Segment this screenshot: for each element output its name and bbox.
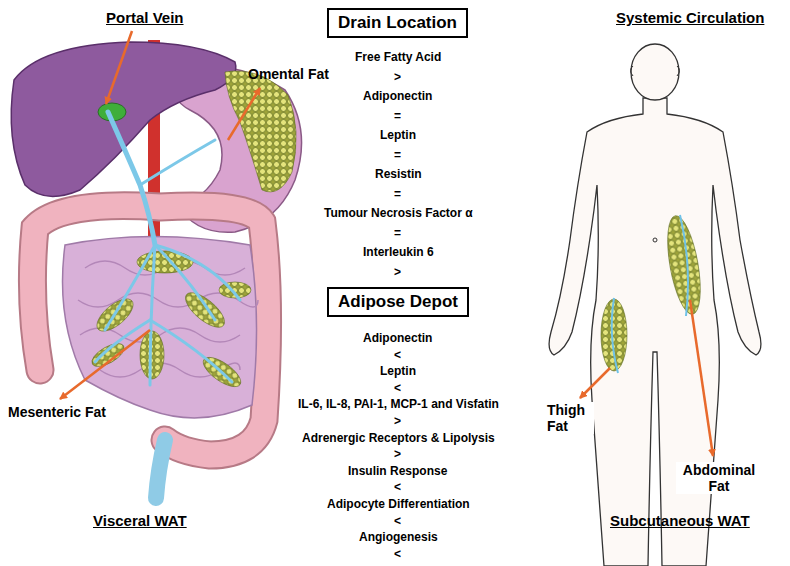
part-label: Thigh Fat: [546, 402, 594, 434]
comparison-sign: <: [394, 348, 401, 362]
vein: [680, 215, 688, 316]
comparison-sign: =: [394, 109, 401, 123]
leader-arrow: [60, 330, 150, 399]
thigh-fat: [601, 299, 627, 371]
vein: [612, 298, 618, 373]
heading-text: Drain Location: [338, 13, 457, 33]
leader-arrow: [106, 31, 132, 104]
factor-label: Interleukin 6: [363, 245, 434, 259]
omental-fat: [225, 71, 296, 192]
leader-arrow: [228, 88, 260, 140]
comparison-sign: <: [394, 547, 401, 561]
factor-label: Adrenergic Receptors & Lipolysis: [302, 431, 495, 445]
ear: [631, 66, 634, 76]
comparison-sign: =: [394, 148, 401, 162]
liver: [11, 42, 236, 196]
factor-label: Insulin Response: [348, 464, 447, 478]
part-label: Abdominal Fat: [676, 462, 762, 494]
heading-text: Adipose Depot: [338, 292, 458, 312]
factor-label: Leptin: [380, 364, 416, 378]
leader-arrows: [60, 31, 713, 456]
factor-label: Adipocyte Differentiation: [327, 497, 470, 511]
part-label: Omental Fat: [248, 66, 329, 82]
factor-label: Free Fatty Acid: [355, 50, 441, 64]
comparison-sign: >: [394, 70, 401, 84]
factor-label: Resistin: [375, 167, 422, 181]
comparison-sign: <: [394, 514, 401, 528]
comparison-sign: =: [394, 226, 401, 240]
portal-vein: [95, 112, 240, 385]
factor-label: Adiponectin: [363, 89, 432, 103]
rectum: [156, 440, 165, 498]
factor-label: Leptin: [380, 128, 416, 142]
vein: [140, 140, 215, 185]
mesenteric-fat: [88, 251, 251, 392]
factor-label: IL-6, IL-8, PAI-1, MCP-1 and Visfatin: [298, 397, 499, 411]
small-intestine: [63, 237, 257, 418]
heading-box: Adipose Depot: [327, 287, 469, 317]
comparison-sign: >: [394, 447, 401, 461]
region-heading: Systemic Circulation: [616, 9, 764, 26]
leader-arrow: [580, 368, 610, 398]
part-label: Mesenteric Fat: [8, 404, 106, 420]
region-heading: Subcutaneous WAT: [610, 512, 750, 529]
factor-label: Tumour Necrosis Factor α: [324, 206, 473, 220]
comparison-sign: >: [394, 414, 401, 428]
comparison-sign: <: [394, 381, 401, 395]
vein: [105, 245, 155, 330]
comparison-sign: >: [394, 265, 401, 279]
visceral-organs: [11, 40, 301, 498]
vein: [155, 245, 240, 300]
abdominal-fat: [662, 213, 707, 316]
factor-label: Angiogenesis: [359, 530, 438, 544]
body-outline: [549, 98, 761, 566]
comparison-sign: =: [394, 187, 401, 201]
head-outline: [631, 44, 679, 100]
vein: [95, 320, 150, 362]
leader-arrow: [690, 300, 713, 456]
comparison-sign: <: [394, 480, 401, 494]
fat-cluster: [88, 339, 127, 371]
vein: [150, 245, 155, 385]
ear: [677, 66, 680, 76]
region-heading: Visceral WAT: [93, 512, 187, 529]
factor-label: Adiponectin: [363, 331, 432, 345]
vein: [150, 320, 232, 382]
region-heading: Portal Vein: [106, 9, 184, 26]
navel: [653, 238, 657, 242]
heading-box: Drain Location: [327, 8, 468, 38]
